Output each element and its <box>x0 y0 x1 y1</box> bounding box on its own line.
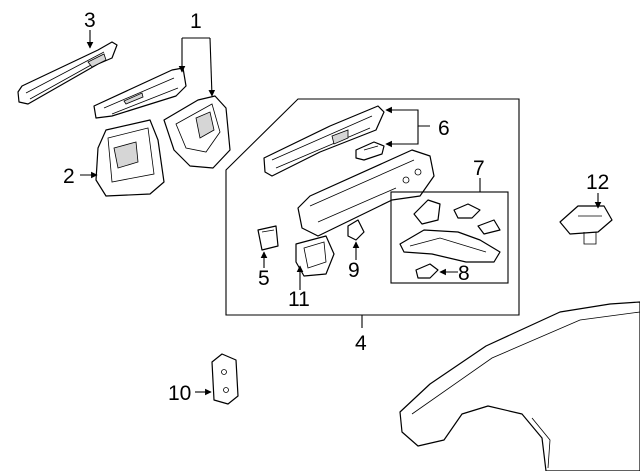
part-5-block[interactable] <box>257 225 279 251</box>
part-8-clip[interactable] <box>415 263 439 279</box>
part-4-frame-rail[interactable] <box>297 149 435 237</box>
group-4-outline <box>225 98 520 316</box>
callout-8: 8 <box>458 262 470 285</box>
callout-6: 6 <box>438 117 450 140</box>
fender[interactable] <box>399 301 640 471</box>
callout-3: 3 <box>84 9 96 32</box>
group-7-outline <box>390 191 509 284</box>
part-1-rail-extension[interactable] <box>93 67 187 119</box>
callout-5: 5 <box>258 267 270 290</box>
part-6-upper-support[interactable] <box>263 105 385 177</box>
callout-7: 7 <box>473 157 485 180</box>
leader-lines <box>80 30 602 396</box>
part-6-bracket[interactable] <box>355 141 385 161</box>
part-11-bracket[interactable] <box>295 235 335 277</box>
callout-1: 1 <box>190 10 202 33</box>
callout-2: 2 <box>63 165 75 188</box>
callout-4: 4 <box>355 332 367 355</box>
callout-12: 12 <box>586 171 609 194</box>
part-10-bracket[interactable] <box>211 353 239 405</box>
part-12-bracket[interactable] <box>559 205 613 245</box>
part-1-wheelhouse[interactable] <box>163 95 231 169</box>
part-9-clip[interactable] <box>347 219 365 241</box>
callout-10: 10 <box>168 382 191 405</box>
part-3-upper-rail[interactable] <box>17 41 118 105</box>
callout-11: 11 <box>288 288 310 311</box>
part-2-apron[interactable] <box>95 119 165 197</box>
part-7-assembly[interactable] <box>399 199 501 263</box>
callout-9: 9 <box>348 259 360 282</box>
